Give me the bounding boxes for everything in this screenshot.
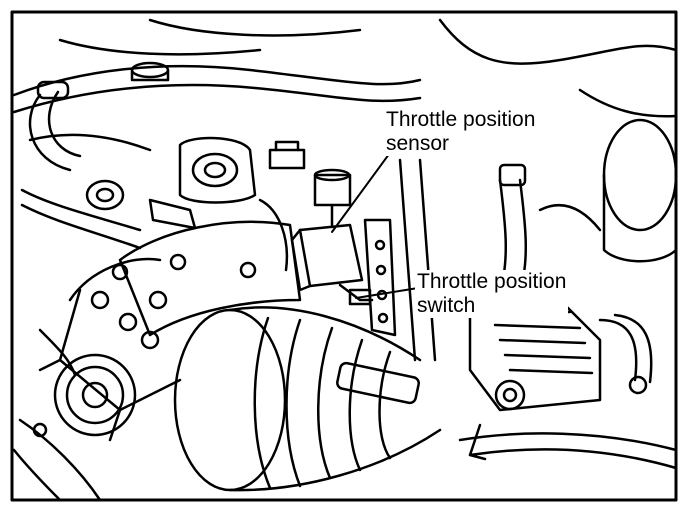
left-hose <box>20 80 142 250</box>
sensor-label-line-2: sensor <box>386 132 450 155</box>
throttle-position-sensor-label: Throttle position sensor <box>384 108 538 156</box>
upper-hoses <box>12 18 678 152</box>
throttle-position-switch-label: Throttle position switch <box>415 270 569 318</box>
sensor-label-line-1: Throttle position <box>386 108 536 131</box>
distributor-cluster <box>85 61 306 230</box>
figure-border <box>10 10 678 502</box>
pulley <box>12 328 137 502</box>
sensor-leader-line <box>331 149 393 233</box>
switch-leader-line <box>355 287 419 299</box>
switch-label-line-2: switch <box>417 294 476 317</box>
throttle-body <box>38 198 302 442</box>
leader-lines <box>331 149 419 299</box>
intake-duct <box>173 306 442 492</box>
tps-assembly <box>290 168 374 306</box>
switch-label-line-1: Throttle position <box>417 270 567 293</box>
mounting-bracket <box>363 158 437 362</box>
